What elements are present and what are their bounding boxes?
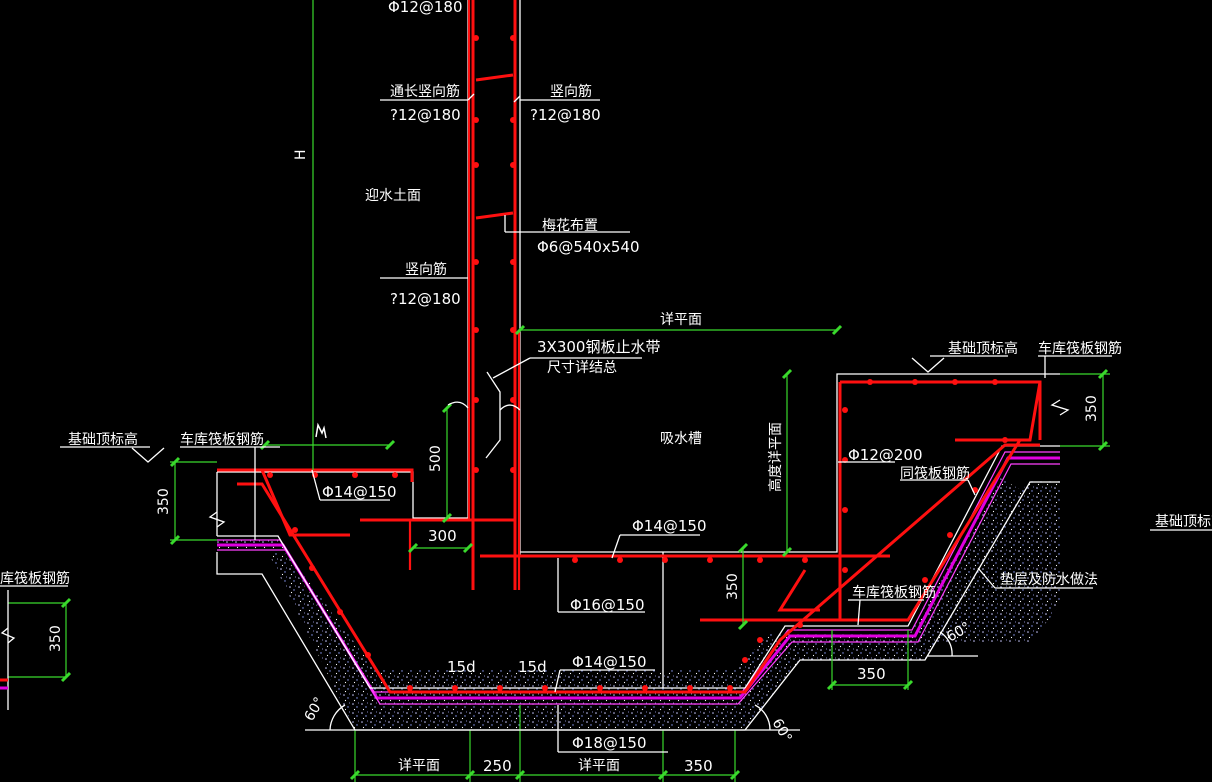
label-foundation-top-right: 基础顶标高 [948,340,1018,357]
label-suction-pit: 吸水槽 [660,431,702,447]
label-vertical-left-spec: ?12@180 [390,290,461,308]
rebar-dots [267,35,1008,691]
label-far-right-foundation: 基础顶标高 [1155,513,1212,530]
label-rebar-14-150-a: Φ14@150 [322,483,397,501]
label-see-plan: 详平面 [660,312,702,328]
break-mark-left [208,511,226,528]
rebar-left-top [217,468,414,482]
label-foundation-top-left: 基础顶标高 [68,431,138,448]
label-rebar-18-150: Φ18@150 [572,734,647,752]
rebar-right-slope [700,439,1022,622]
angle-arc-mid [754,704,771,731]
break-mark-right [1050,399,1070,416]
rebar-corner [777,569,820,612]
dimension-lines [0,0,1110,782]
label-angle-60-mid: 60° [769,716,795,746]
label-far-left-350: 350 [48,625,64,652]
label-dim-350-bottom-right: 350 [684,757,713,775]
label-waterstop: 3X300钢板止水带 [537,338,660,356]
label-angle-60-left: 60° [302,694,328,724]
angle-arc-left [329,704,346,731]
label-vertical-right-spec: ?12@180 [530,106,601,124]
wall-break [447,401,521,411]
label-raft-rebar-left: 车库筏板钢筋 [180,431,264,448]
label-see-plan-bottom-mid: 详平面 [578,758,620,774]
label-rebar-14-150-b: Φ14@150 [632,517,707,535]
label-depth-see-plan: 高度详平面 [767,422,784,492]
break-mark-far-left [0,627,16,644]
rebar-right-top [840,380,1042,440]
label-cushion: 垫层及防水做法 [1000,572,1098,588]
label-water-side: 迎水土面 [365,188,421,204]
rebar-tie-2 [475,211,514,220]
label-rebar-12-200: Φ12@200 [848,446,923,464]
label-waterstop-note: 尺寸详结总 [547,360,617,376]
label-raft-rebar-mid: 车库筏板钢筋 [852,584,936,601]
rebar-slab-bottom [237,443,1040,694]
label-same-raft: 同筏板钢筋 [900,465,970,482]
label-rebar-14-150-c: Φ14@150 [572,653,647,671]
label-see-plan-bottom-left: 详平面 [398,758,440,774]
label-h: H [293,149,309,160]
angle-arc-right [939,631,953,657]
label-dim-350-left: 350 [156,488,172,515]
waterstop-plate [485,371,501,459]
label-far-left-raft: 库筏板钢筋 [0,570,70,587]
label-quincunx-spec: Φ6@540x540 [537,238,640,256]
label-quincunx: 梅花布置 [542,218,598,234]
rebar-right-slab [955,381,1042,442]
pit-bottom [520,470,838,553]
label-rebar-16-150: Φ16@150 [570,596,645,614]
label-dim-300: 300 [428,527,457,545]
label-dim-350-mid: 350 [725,573,741,600]
label-through-vertical-spec: ?12@180 [390,106,461,124]
label-raft-rebar-right: 车库筏板钢筋 [1038,340,1122,357]
label-15d-a: 15d [447,658,476,676]
pit-right-top [836,373,1060,470]
cursor-icon [315,422,327,439]
label-through-vertical: 通长竖向筋 [390,83,460,100]
label-vertical-right: 竖向筋 [550,83,592,100]
leader-lines [0,93,1212,753]
label-top-rebar: Φ12@180 [388,0,463,16]
label-15d-b: 15d [518,658,547,676]
rebar-tie-1 [475,73,514,82]
label-dim-350-bottom: 350 [857,665,886,683]
label-vertical-left: 竖向筋 [405,261,447,278]
slab-outline [217,445,1060,689]
label-dim-350-right: 350 [1084,395,1100,422]
rebar-left-end [260,469,350,537]
label-dim-500: 500 [428,445,444,472]
label-dim-250: 250 [483,757,512,775]
